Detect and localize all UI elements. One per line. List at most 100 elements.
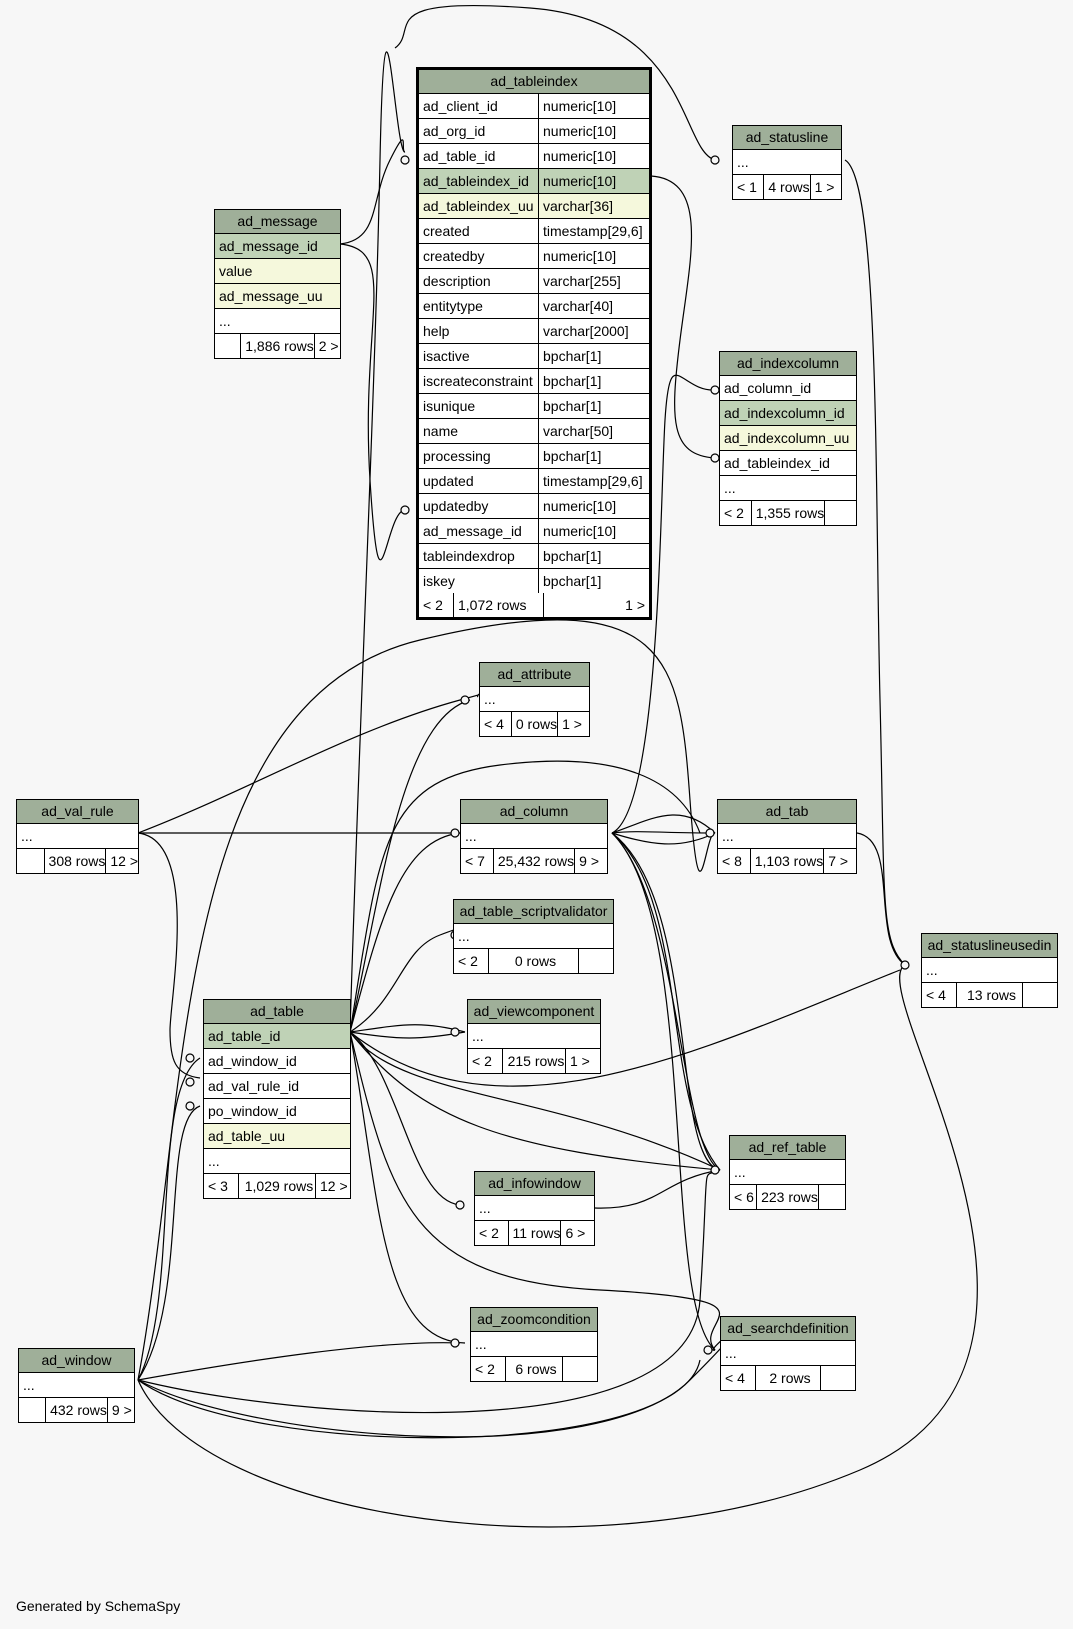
children-link[interactable]: 12 > (105, 849, 138, 873)
column-row[interactable]: ... (475, 1196, 594, 1221)
parents-link[interactable] (17, 849, 44, 873)
column-row[interactable]: ... (720, 476, 856, 501)
table-header[interactable]: ad_zoomcondition (471, 1308, 597, 1332)
parents-link[interactable]: < 2 (724, 505, 744, 521)
parents-link[interactable]: < 2 (479, 1225, 499, 1241)
children-link[interactable]: 9 > (106, 1398, 134, 1422)
column-row[interactable]: ... (471, 1332, 597, 1357)
parents-link[interactable]: < 2 (475, 1361, 495, 1377)
table-header[interactable]: ad_indexcolumn (720, 352, 856, 376)
column-row[interactable]: ad_indexcolumn_id (720, 401, 856, 426)
children-link[interactable] (817, 1185, 845, 1209)
column-row[interactable]: ad_message_uu (215, 284, 340, 309)
parents-link[interactable] (19, 1398, 45, 1422)
column-row[interactable]: ... (718, 824, 856, 849)
children-link[interactable] (578, 949, 613, 973)
children-link[interactable] (824, 501, 856, 525)
table-header[interactable]: ad_statuslineusedin (922, 934, 1057, 958)
column-row[interactable]: ... (454, 924, 613, 949)
column-row[interactable]: ... (721, 1341, 855, 1366)
table-header[interactable]: ad_attribute (480, 663, 589, 687)
column-row[interactable]: ... (730, 1160, 845, 1185)
column-row[interactable]: value (215, 259, 340, 284)
parents-link[interactable] (215, 334, 240, 358)
parents-link[interactable]: < 2 (458, 953, 478, 969)
children-link[interactable] (562, 1357, 597, 1381)
parents-link[interactable]: < 8 (722, 853, 742, 869)
table-header[interactable]: ad_tableindex (419, 70, 649, 94)
children-link[interactable]: 1 > (565, 1049, 600, 1073)
children-link[interactable]: 6 > (560, 1221, 594, 1245)
column-row[interactable]: ... (468, 1024, 600, 1049)
column-row[interactable]: ad_window_id (204, 1049, 350, 1074)
column-row[interactable]: po_window_id (204, 1099, 350, 1124)
column-row[interactable]: ... (733, 150, 841, 175)
children-link[interactable] (820, 1366, 855, 1390)
children-link[interactable] (1022, 983, 1057, 1007)
column-row[interactable]: ... (17, 824, 138, 849)
table-header[interactable]: ad_viewcomponent (468, 1000, 600, 1024)
parents-link[interactable]: < 3 (208, 1178, 228, 1194)
table-header[interactable]: ad_window (19, 1349, 134, 1373)
table-header[interactable]: ad_searchdefinition (721, 1317, 855, 1341)
table-header[interactable]: ad_ref_table (730, 1136, 845, 1160)
column-row[interactable]: ad_message_id (215, 234, 340, 259)
column-row[interactable]: ad_tableindex_id (720, 451, 856, 476)
table-header[interactable]: ad_table_scriptvalidator (454, 900, 613, 924)
children-link[interactable]: 2 > (313, 334, 340, 358)
column-row[interactable]: ... (204, 1149, 350, 1174)
column-row[interactable]: ... (215, 309, 340, 334)
children-link[interactable]: 7 > (823, 849, 856, 873)
parents-link[interactable]: < 4 (926, 987, 946, 1003)
children-link[interactable]: 1 > (557, 712, 589, 736)
column-row[interactable]: ad_indexcolumn_uu (720, 426, 856, 451)
table-header[interactable]: ad_statusline (733, 126, 841, 150)
children-link[interactable]: 1 > (809, 175, 841, 199)
table-header[interactable]: ad_val_rule (17, 800, 138, 824)
table-header[interactable]: ad_infowindow (475, 1172, 594, 1196)
children-link[interactable]: 12 > (315, 1174, 350, 1198)
column-row[interactable]: ad_table_uu (204, 1124, 350, 1149)
column-row[interactable]: ad_column_id (720, 376, 856, 401)
children-link[interactable]: 9 > (574, 849, 607, 873)
parents-link[interactable]: < 2 (472, 1053, 492, 1069)
parents-link[interactable]: < 4 (484, 716, 504, 732)
column-row[interactable]: ... (922, 958, 1057, 983)
column-row[interactable]: ad_val_rule_id (204, 1074, 350, 1099)
column-row[interactable]: ... (480, 687, 589, 712)
